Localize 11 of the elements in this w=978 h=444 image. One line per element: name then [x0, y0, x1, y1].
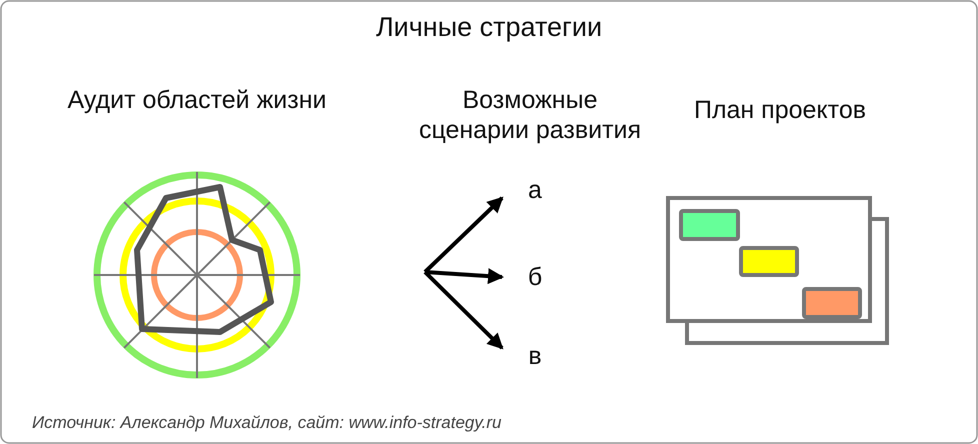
scenario-letter: б: [520, 261, 550, 293]
source-caption: Источник: Александр Михайлов, сайт: www.info-strategy.ru: [32, 412, 502, 434]
arrow: [424, 270, 504, 350]
section-heading: Аудит областей жизни: [67, 85, 327, 115]
scenario-letter: в: [520, 340, 550, 372]
arrow: [424, 196, 504, 274]
title: Личные стратегии: [374, 12, 604, 42]
section-heading: План проектов: [692, 95, 868, 125]
section-heading: Возможные сценарии развития: [418, 85, 642, 145]
scenario-letter: а: [520, 174, 550, 206]
arrow: [424, 268, 504, 284]
